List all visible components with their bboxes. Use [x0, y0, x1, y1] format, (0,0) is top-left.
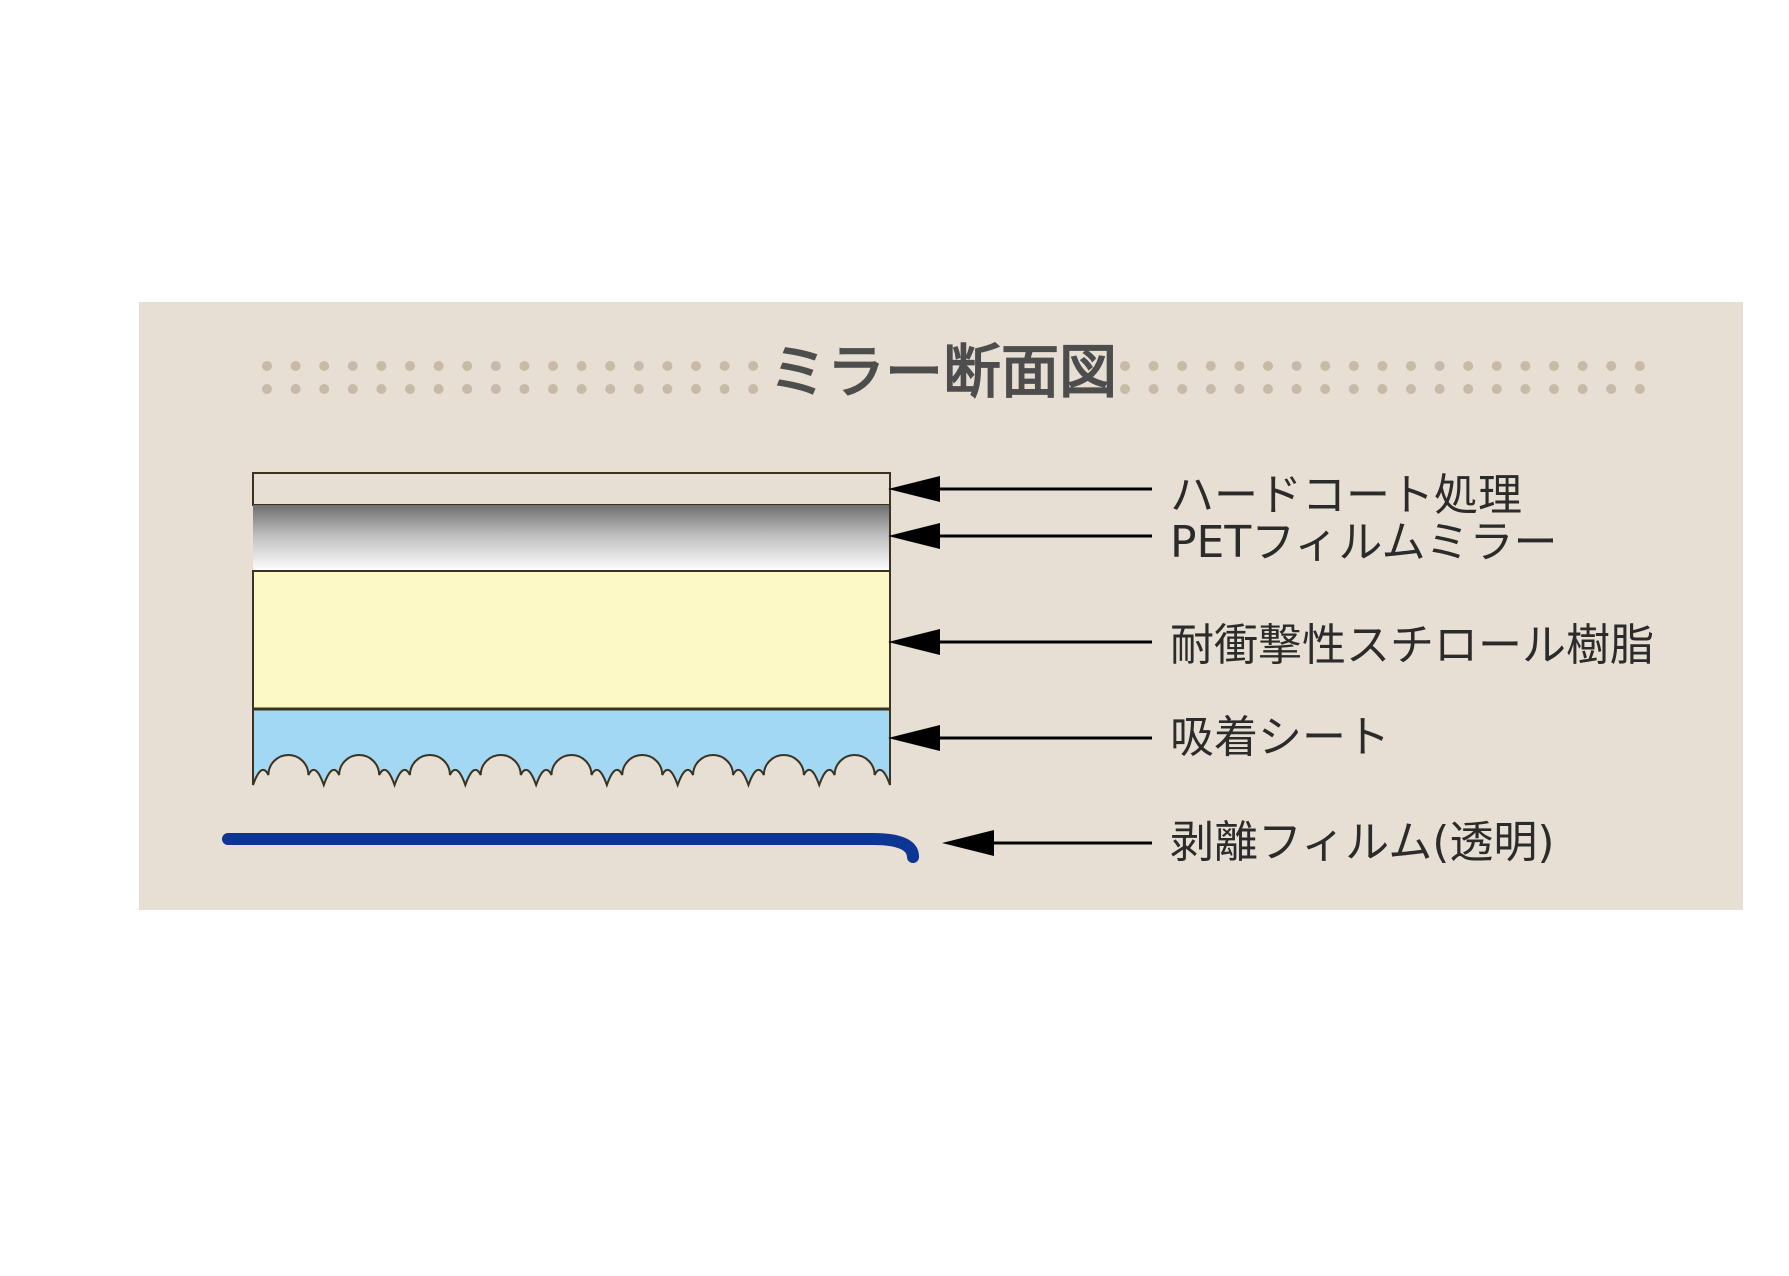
- arrow-adhesive-head: [888, 725, 940, 751]
- title-dot: [319, 384, 330, 394]
- title-dot: [262, 361, 272, 371]
- title-dot: [1320, 384, 1331, 394]
- title-dot: [376, 384, 387, 394]
- title-dot: [433, 361, 444, 371]
- title-dot: [605, 384, 616, 394]
- title-dot: [1348, 361, 1359, 371]
- title-dot: [1491, 384, 1502, 394]
- pointer-arrows: [888, 476, 1152, 856]
- title-dot: [1577, 384, 1588, 394]
- title-dot: [1520, 361, 1531, 371]
- title-dot: [1148, 361, 1159, 371]
- title-dot-pattern: [262, 361, 1645, 394]
- title-dot: [1406, 361, 1416, 371]
- title-dot: [1263, 361, 1273, 371]
- title-dot: [576, 361, 587, 371]
- title-dot: [1520, 384, 1531, 394]
- label-resin: 耐衝撃性スチロール樹脂: [1170, 620, 1654, 671]
- title-dot: [633, 384, 644, 394]
- title-dot: [1549, 361, 1559, 371]
- title-dot: [691, 384, 701, 394]
- label-pet-mirror: PETフィルムミラー: [1170, 517, 1557, 568]
- title-dot: [1463, 384, 1474, 394]
- title-dot: [633, 361, 644, 371]
- title-dot: [1205, 384, 1216, 394]
- title-dot: [1549, 384, 1559, 394]
- title-dot: [662, 361, 673, 371]
- title-dot: [719, 361, 730, 371]
- pet-mirror-layer: [253, 505, 890, 571]
- title-dot: [548, 361, 558, 371]
- title-dot: [1434, 361, 1445, 371]
- title-dot: [1606, 384, 1617, 394]
- title-dot: [462, 361, 473, 371]
- arrow-resin-head: [888, 629, 940, 655]
- title-dot: [433, 384, 444, 394]
- label-release-film: 剥離フィルム(透明): [1170, 817, 1555, 868]
- title-dot: [490, 384, 501, 394]
- title-dot: [347, 361, 358, 371]
- title-dot: [748, 361, 759, 371]
- title-dot: [290, 384, 301, 394]
- title-dot: [347, 384, 358, 394]
- layer-stack: [222, 472, 919, 863]
- title-dot: [605, 361, 616, 371]
- title-dot: [1120, 384, 1130, 394]
- title-dot: [405, 361, 415, 371]
- title-dot: [1634, 361, 1645, 371]
- title-dot: [1634, 384, 1645, 394]
- title-dot: [548, 384, 558, 394]
- layer-labels: ハードコート処理 PETフィルムミラー 耐衝撃性スチロール樹脂 吸着シート 剥離…: [1170, 470, 1654, 868]
- resin-layer: [252, 570, 891, 710]
- title-dot: [1606, 361, 1617, 371]
- title-dot: [1406, 384, 1416, 394]
- diagram-title: ミラー断面図: [769, 338, 1117, 406]
- title-dot: [1320, 361, 1331, 371]
- title-dot: [262, 384, 272, 394]
- title-dot: [1177, 361, 1188, 371]
- title-dot: [1205, 361, 1216, 371]
- title-dot: [748, 384, 759, 394]
- title-dot: [519, 384, 530, 394]
- title-dot: [1377, 384, 1388, 394]
- title-dot: [1491, 361, 1502, 371]
- title-dot: [1348, 384, 1359, 394]
- adhesive-sheet-layer: [252, 708, 891, 788]
- title-dot: [462, 384, 473, 394]
- title-dot: [319, 361, 330, 371]
- label-hardcoat: ハードコート処理: [1170, 470, 1522, 521]
- title-dot: [1148, 384, 1159, 394]
- title-dot: [1291, 361, 1302, 371]
- title-dot: [376, 361, 387, 371]
- title-dot: [662, 384, 673, 394]
- title-dot: [1263, 384, 1273, 394]
- title-dot: [1234, 361, 1245, 371]
- hardcoat-layer: [252, 472, 891, 506]
- release-film-layer: [222, 833, 919, 863]
- title-dot: [1291, 384, 1302, 394]
- title-dot: [1177, 384, 1188, 394]
- arrow-hardcoat-head: [888, 476, 940, 502]
- title-dot: [1377, 361, 1388, 371]
- title-dot: [719, 384, 730, 394]
- label-adhesive-sheet: 吸着シート: [1170, 712, 1390, 763]
- title-dot: [405, 384, 415, 394]
- title-dot: [519, 361, 530, 371]
- title-dot: [691, 361, 701, 371]
- title-dot: [1234, 384, 1245, 394]
- title-dot: [1463, 361, 1474, 371]
- arrow-pet-head: [888, 523, 940, 549]
- title-dot: [1434, 384, 1445, 394]
- title-dot: [490, 361, 501, 371]
- title-dot: [576, 384, 587, 394]
- title-dot: [290, 361, 301, 371]
- title-dot: [1120, 361, 1130, 371]
- title-dot: [1577, 361, 1588, 371]
- arrow-release-head: [942, 830, 994, 856]
